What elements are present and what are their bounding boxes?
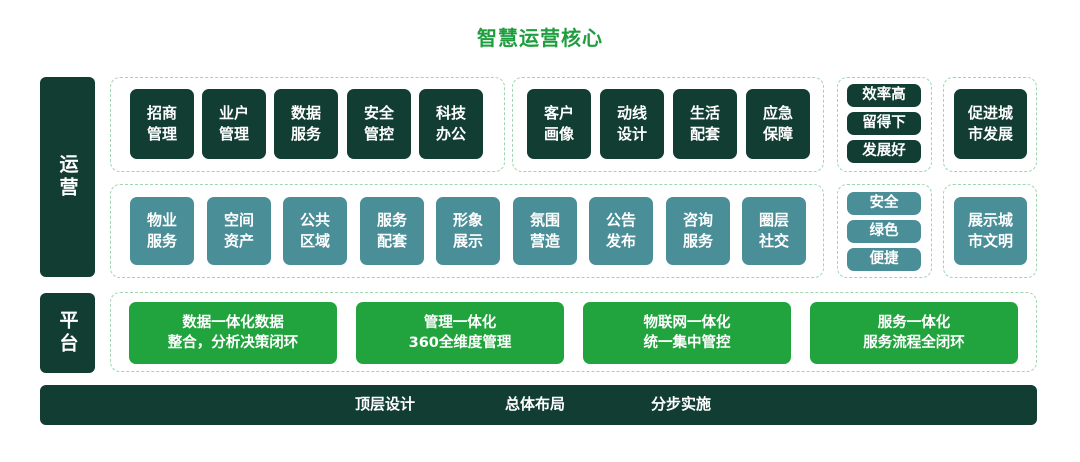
bottom-label-overall-layout: 总体布局 — [505, 395, 566, 413]
platform-data-integration: 数据一体化数据 整合，分析决策闭环 — [129, 302, 337, 364]
platform-iot-integration: 物联网一体化 统一集中管控 — [583, 302, 791, 364]
service-social-circle: 圈层 社交 — [742, 197, 806, 265]
value-convenience: 便捷 — [847, 248, 921, 271]
module-tech-office: 科技 办公 — [419, 89, 483, 159]
module-tenant-management: 业户 管理 — [202, 89, 266, 159]
row1-group-goals — [837, 77, 932, 172]
value-green: 绿色 — [847, 220, 921, 243]
service-public-area: 公共 区域 — [283, 197, 347, 265]
bottom-bar — [40, 385, 1037, 425]
module-emergency-support: 应急 保障 — [746, 89, 810, 159]
bottom-label-phased-implementation: 分步实施 — [651, 395, 712, 413]
goal-growth: 发展好 — [847, 140, 921, 163]
platform-label-text: 平台 — [56, 310, 79, 356]
service-image-display: 形象 展示 — [436, 197, 500, 265]
goal-retention: 留得下 — [847, 112, 921, 135]
service-consulting: 咨询 服务 — [666, 197, 730, 265]
service-atmosphere: 氛围 营造 — [513, 197, 577, 265]
module-investment-management: 招商 管理 — [130, 89, 194, 159]
row2-group-services — [110, 184, 824, 278]
goal-high-efficiency: 效率高 — [847, 84, 921, 107]
operation-label-text: 运营 — [56, 154, 79, 200]
service-announcement: 公告 发布 — [589, 197, 653, 265]
city-development: 促进城 市发展 — [954, 89, 1027, 159]
service-property: 物业 服务 — [130, 197, 194, 265]
row1-group-planning — [512, 77, 824, 172]
city-civilization: 展示城 市文明 — [954, 197, 1027, 265]
platform-group — [110, 292, 1037, 372]
diagram-title: 智慧运营核心 — [477, 26, 603, 50]
row1-group-city — [943, 77, 1037, 172]
value-safety: 安全 — [847, 192, 921, 215]
module-living-facilities: 生活 配套 — [673, 89, 737, 159]
platform-label: 平台 — [40, 293, 95, 373]
operation-label: 运营 — [40, 77, 95, 277]
module-flow-design: 动线 设计 — [600, 89, 664, 159]
bottom-label-top-design: 顶层设计 — [355, 395, 416, 413]
module-security-control: 安全 管控 — [347, 89, 411, 159]
row1-group-management — [110, 77, 505, 172]
platform-service-integration: 服务一体化 服务流程全闭环 — [810, 302, 1018, 364]
row2-group-values — [837, 184, 932, 278]
module-customer-profile: 客户 画像 — [527, 89, 591, 159]
platform-management-integration: 管理一体化 360全维度管理 — [356, 302, 564, 364]
service-space-assets: 空间 资产 — [207, 197, 271, 265]
row2-group-city — [943, 184, 1037, 278]
module-data-service: 数据 服务 — [274, 89, 338, 159]
service-facilities: 服务 配套 — [360, 197, 424, 265]
